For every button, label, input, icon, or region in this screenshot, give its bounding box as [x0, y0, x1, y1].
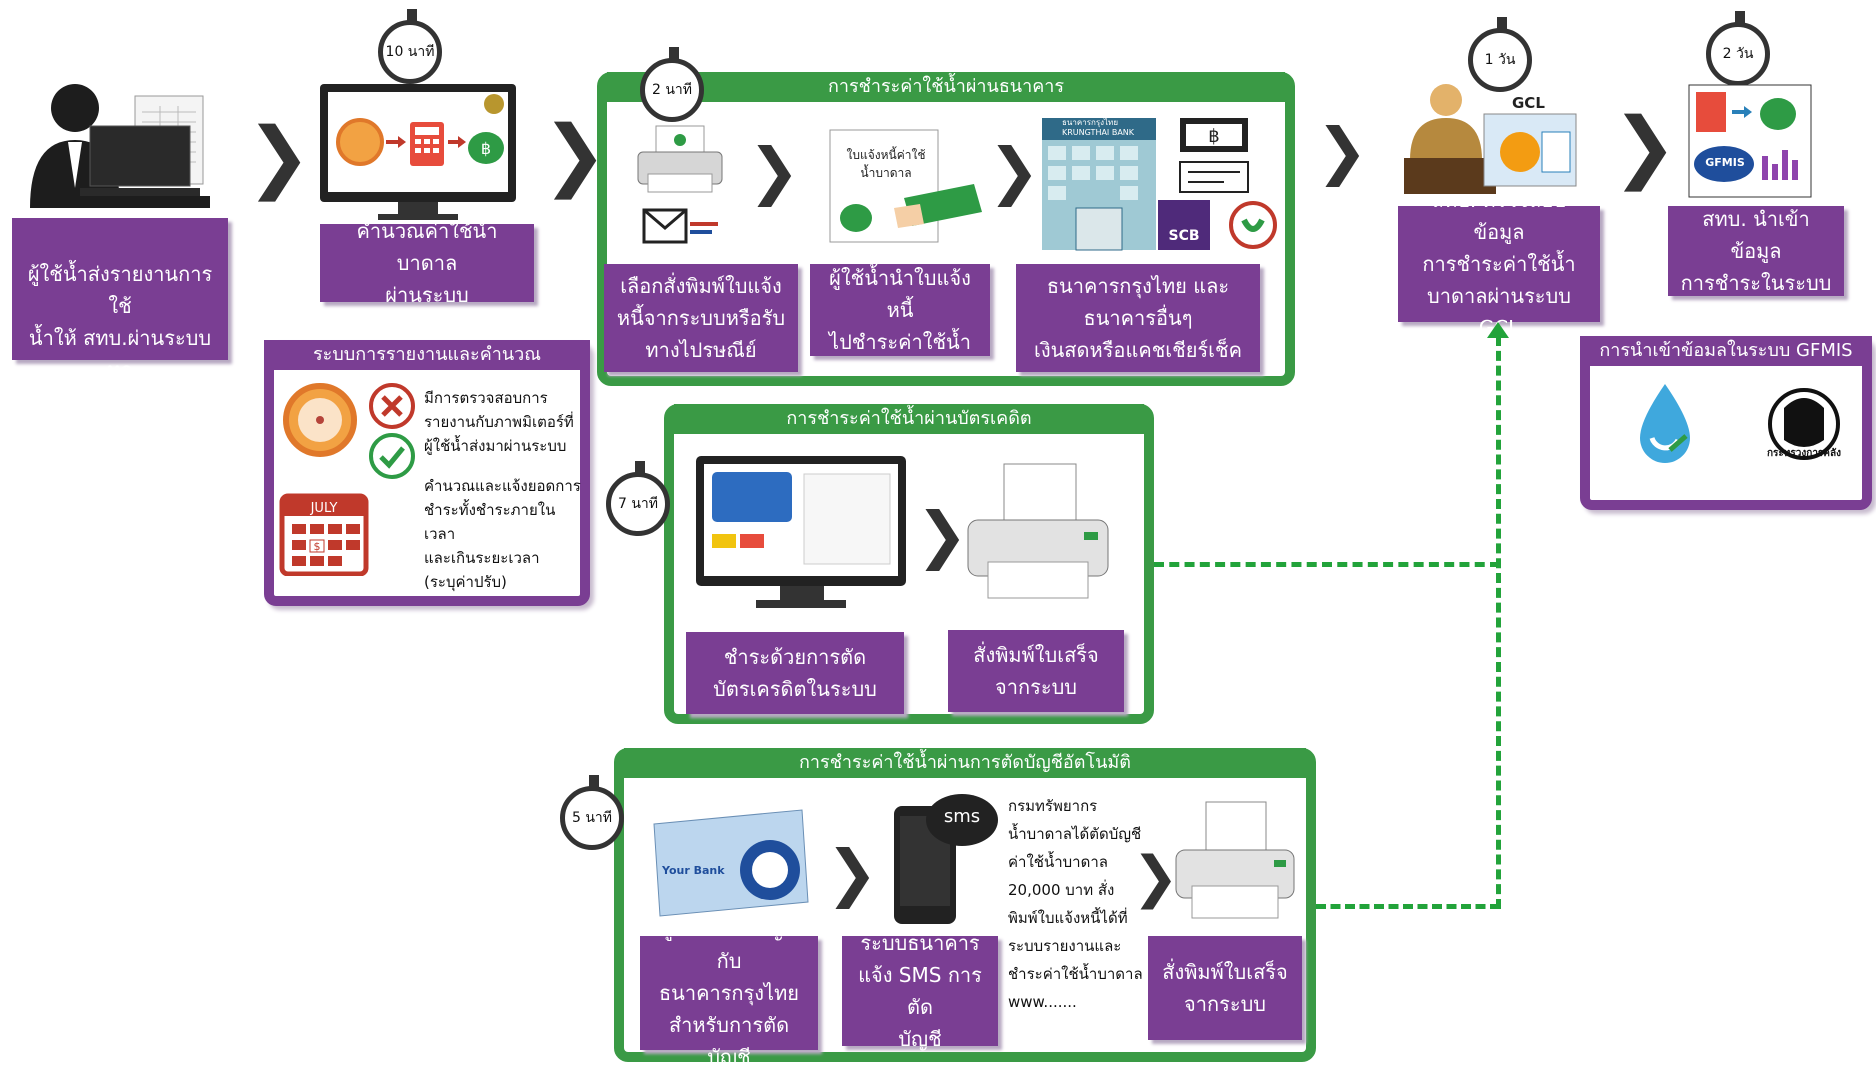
dashed-connector-auto: [1316, 904, 1500, 909]
timer-icon-7min: 7 นาที: [606, 461, 670, 536]
step-import-box: สทบ. นำเข้าข้อมูล การชำระในระบบ: [1668, 206, 1844, 296]
bankbook-icon: Your Bank: [650, 808, 810, 918]
step-check-box: สทบ. ตรวจสอบข้อมูล การชำระค่าใช้น้ำ บาดา…: [1398, 188, 1600, 340]
gcl-label: GCL: [1512, 94, 1545, 112]
step-user-link-2[interactable]: เดือน: [38, 390, 85, 414]
credit-print-box: สั่งพิมพ์ใบเสร็จ จากระบบ: [948, 630, 1124, 712]
timer-icon-5min: 5 นาที: [560, 775, 624, 850]
step-user-deadline-text: ภายในวันที่ 7 ของ เดือนถัดไป: [73, 390, 202, 478]
gfmis-title: การนำเข้าข้อมลในระบบ GFMIS: [1580, 336, 1872, 366]
auto-print-box: สั่งพิมพ์ใบเสร็จ จากระบบ: [1148, 936, 1302, 1040]
auto-debit-title: การชำระค่าใช้น้ำผ่านการตัดบัญชีอัตโนมัติ: [624, 748, 1306, 778]
printer-icon: [634, 124, 726, 194]
arrow-chevron-3: ❯: [1316, 114, 1368, 187]
timer-icon-1day: 1 วัน: [1468, 17, 1532, 92]
monitor-creditcard-icon: [694, 454, 908, 614]
credit-payment-title: การชำระค่าใช้น้ำผ่านบัตรเคดิต: [674, 404, 1144, 434]
bill-title-text: ใบแจ้งหนี้ค่าใช้ น้ำบาดาล: [846, 148, 926, 180]
mail-envelope-icon: [642, 206, 720, 254]
water-department-logo: [1630, 380, 1700, 472]
svg-text:฿: ฿: [481, 139, 491, 158]
timer-7min-label: 7 นาที: [617, 496, 659, 512]
calendar-month-label: JULY: [310, 501, 338, 516]
arrow-chevron-2: ❯: [542, 110, 608, 200]
report-calc-title: ระบบการรายงานและคำนวณ: [264, 340, 590, 370]
arrow-chevron-4: ❯: [1612, 102, 1678, 192]
step-user-report-text: ผู้ใช้น้ำส่งรายงานการใช้ น้ำให้ สทบ.ผ่าน…: [27, 262, 213, 350]
finance-ministry-text: กระทรวงการคลัง: [1767, 448, 1841, 459]
svg-text:฿: ฿: [1208, 126, 1219, 147]
step-calc-box: คำนวณค่าใช้น้ำบาดาล ผ่านระบบ: [320, 219, 534, 307]
auto-sms-message-text: กรมทรัพยากร น้ำบาดาลได้ตัดบัญชี ค่าใช้น้…: [1008, 797, 1143, 1011]
bank-payment-title: การชำระค่าใช้น้ำผ่านธนาคาร: [607, 72, 1285, 102]
phone-sms-icon: sms: [888, 790, 1000, 926]
cheque-icon: [1178, 160, 1250, 194]
step-user-link-1[interactable]: ทุก: [107, 358, 133, 382]
arrow-chevron-auto-2: ❯: [1132, 845, 1179, 910]
timer-2day-label: 2 วัน: [1722, 46, 1754, 62]
timer-icon-2min: 2 นาที: [640, 47, 704, 122]
arrow-chevron-bank-1: ❯: [748, 134, 800, 207]
sms-bubble-text: sms: [943, 806, 981, 827]
gfmis-small-label: GFMIS: [1705, 156, 1745, 169]
bank-banks-box: ธนาคารกรุงไทย และ ธนาคารอื่นๆ เงินสดหรือ…: [1016, 264, 1260, 372]
bill-payment-icon: ใบแจ้งหนี้ค่าใช้ น้ำบาดาล: [824, 128, 984, 244]
approve-check-icon: [368, 432, 416, 480]
cash-icon: ฿: [1178, 116, 1250, 154]
bank-building-icon: ธนาคารกรุงไทย KRUNGTHAI BANK: [1040, 116, 1158, 252]
scb-logo-text: SCB: [1168, 228, 1200, 244]
monitor-calc-icon: ฿: [318, 82, 518, 222]
meter-icon: [278, 380, 362, 460]
officer-gcl-icon: GCL: [1402, 82, 1578, 196]
reject-x-icon: [368, 382, 416, 430]
auto-sms-box: ระบบธนาคาร แจ้ง SMS การตัด บัญชี: [842, 931, 998, 1051]
bank-pay-bill-box: ผู้ใช้น้ำนำใบแจ้งหนี้ ไปชำระค่าใช้น้ำ: [810, 264, 990, 356]
timer-10min-label: 10 นาที: [385, 44, 435, 60]
arrow-chevron-auto-1: ❯: [826, 836, 878, 909]
scb-logo-icon: SCB: [1158, 200, 1210, 250]
printer-receipt-icon-auto: [1172, 800, 1298, 922]
arrow-chevron-1: ❯: [246, 112, 312, 202]
auto-open-account-box: ผู้ใช้น้ำเปิดบัญชีกับ ธนาคารกรุงไทย สำหร…: [640, 917, 818, 1069]
finance-ministry-logo: กระทรวงการคลัง: [1760, 384, 1848, 468]
timer-icon-2day: 2 วัน: [1706, 11, 1770, 86]
dashed-connector-vertical: [1496, 336, 1501, 909]
dashed-arrowhead-icon: [1487, 322, 1509, 338]
timer-icon-10min: 10 นาที: [378, 9, 442, 84]
arrow-chevron-bank-2: ❯: [988, 134, 1040, 207]
calendar-mark: $: [314, 540, 321, 553]
bankbook-card-text: Your Bank: [662, 864, 725, 877]
bank-print-bill-box: เลือกสั่งพิมพ์ใบแจ้ง หนี้จากระบบหรือรับ …: [604, 264, 798, 372]
report-calc-text: คำนวณและแจ้งยอดการ ชำระทั้งชำระภายในเวลา…: [424, 477, 581, 591]
bank-sign-text: ธนาคารกรุงไทย KRUNGTHAI BANK: [1062, 118, 1135, 137]
credit-pay-box: ชำระด้วยการตัด บัตรเครดิตในระบบ: [686, 632, 904, 714]
timer-1day-label: 1 วัน: [1484, 52, 1516, 68]
user-computer-icon: [20, 78, 220, 218]
arrow-chevron-credit: ❯: [916, 498, 968, 571]
kbank-logo-icon: [1228, 200, 1278, 250]
report-check-text: มีการตรวจสอบการ รายงานกับภาพมิเตอร์ที่ ผ…: [424, 389, 574, 455]
dashed-connector-credit: [1154, 562, 1500, 567]
timer-5min-label: 5 นาที: [571, 810, 613, 826]
timer-2min-label: 2 นาที: [651, 82, 693, 98]
printer-receipt-icon-credit: [964, 462, 1112, 604]
step-user-report-box: ผู้ใช้น้ำส่งรายงานการใช้ น้ำให้ สทบ.ผ่าน…: [12, 218, 228, 478]
calendar-icon: JULY $: [278, 488, 370, 576]
calc-gfmis-icon: GFMIS: [1688, 84, 1812, 198]
